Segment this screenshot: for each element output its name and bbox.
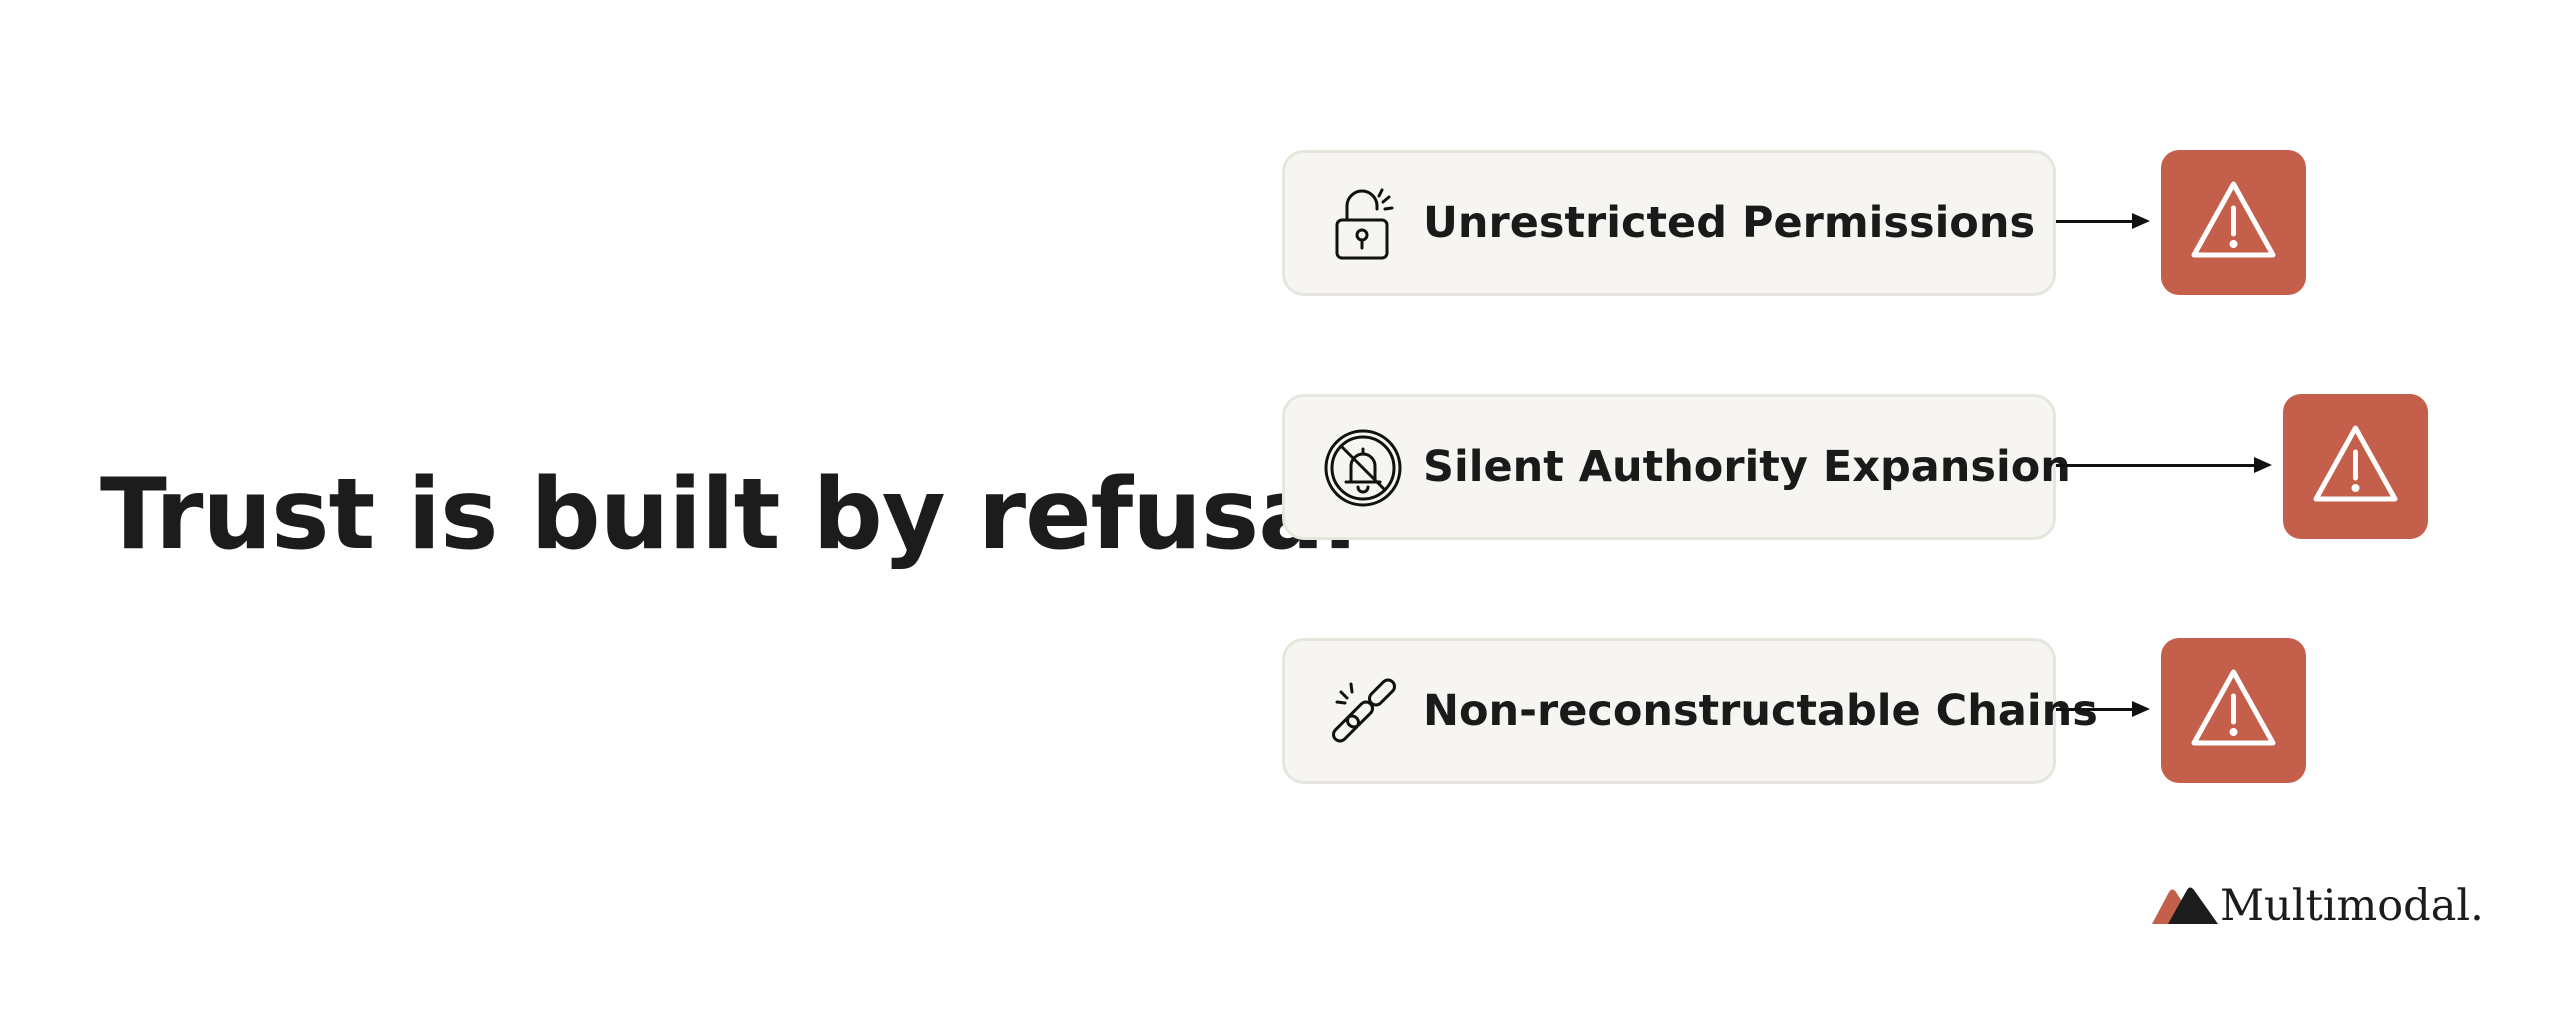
connector-arrow-line (2056, 220, 2134, 223)
risk-label: Unrestricted Permissions (1423, 198, 2036, 248)
connector-arrow-line (2056, 708, 2134, 711)
risk-card-unrestricted-permissions: Unrestricted Permissions (1282, 150, 2056, 296)
risk-card-non-reconstructable-chains: Non-reconstructable Chains (1282, 638, 2098, 784)
risk-row-3: Non-reconstructable Chains (0, 638, 2560, 790)
brand-name: Multimodal. (2220, 881, 2484, 931)
connector-arrow-line (2056, 464, 2256, 467)
risk-row-1: Unrestricted Permissions (0, 150, 2560, 302)
arrowhead-icon (2132, 701, 2150, 717)
risk-label: Silent Authority Expansion (1423, 442, 2071, 492)
unlocked-padlock-icon (1321, 182, 1405, 266)
warning-icon (2161, 638, 2306, 783)
arrowhead-icon (2132, 213, 2150, 229)
brand-mark-icon (2152, 884, 2218, 928)
warning-icon (2283, 394, 2428, 539)
risk-row-2: Silent Authority Expansion (0, 394, 2560, 546)
risk-label: Non-reconstructable Chains (1423, 686, 2098, 736)
risk-card-silent-authority-expansion: Silent Authority Expansion (1282, 394, 2071, 540)
warning-icon (2161, 150, 2306, 295)
arrowhead-icon (2254, 457, 2272, 473)
broken-chain-icon (1321, 670, 1405, 754)
brand-logo: Multimodal. (2152, 876, 2484, 936)
muted-bell-icon (1321, 426, 1405, 510)
headline: Trust is built by refusal (100, 458, 1357, 572)
